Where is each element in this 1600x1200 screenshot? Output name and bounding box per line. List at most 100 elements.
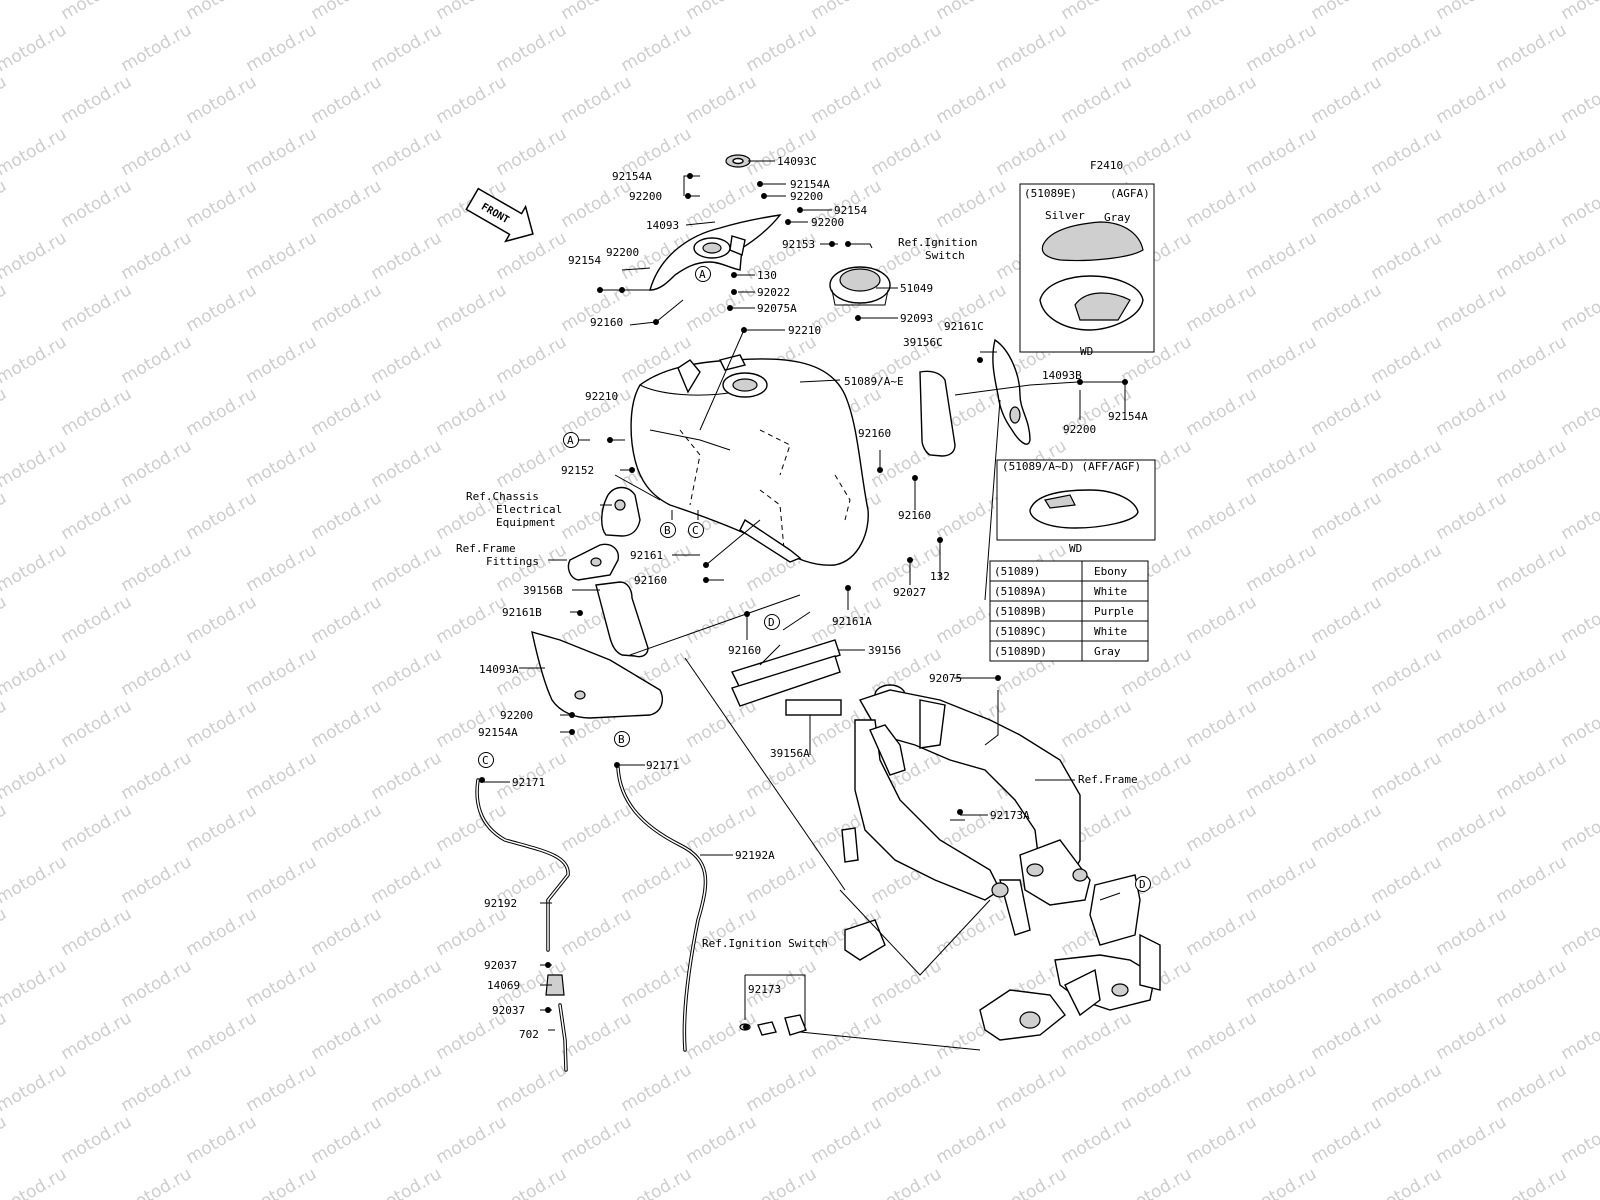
part-label: 92154A [790, 178, 830, 191]
watermark-text: motod.ru [1368, 956, 1446, 1012]
watermark-text: motod.ru [618, 1060, 696, 1116]
watermark-text: motod.ru [493, 20, 571, 76]
watermark-text: motod.ru [183, 592, 261, 648]
watermark-text: motod.ru [183, 488, 261, 544]
part-label: 14093C [777, 155, 817, 168]
part-label: Fittings [486, 555, 539, 568]
watermark-text: motod.ru [0, 800, 10, 856]
watermark-text: motod.ru [1493, 436, 1571, 492]
watermark-text: motod.ru [1493, 124, 1571, 180]
watermark-text: motod.ru [243, 1060, 321, 1116]
part-label: 92027 [893, 586, 926, 599]
watermark-text: motod.ru [868, 124, 946, 180]
watermark-text: motod.ru [118, 1060, 196, 1116]
watermark-text: motod.ru [1308, 176, 1386, 232]
watermark-text: motod.ru [308, 488, 386, 544]
leader-lines [482, 160, 1126, 1051]
color-table-color: Purple [1094, 605, 1134, 618]
watermark-text: motod.ru [683, 800, 761, 856]
watermark-text: motod.ru [58, 592, 136, 648]
watermark-text: motod.ru [1308, 488, 1386, 544]
fastener-marker [829, 241, 835, 247]
watermark-text: motod.ru [683, 72, 761, 128]
part-label: 51089/A~E [844, 375, 904, 388]
watermark-text: motod.ru [183, 1112, 261, 1168]
watermark-text: motod.ru [308, 592, 386, 648]
inset-agfa-caption: WD [1080, 345, 1093, 358]
watermark-text: motod.ru [618, 20, 696, 76]
inset-agfa [1019, 183, 1155, 353]
watermark-text: motod.ru [1243, 852, 1321, 908]
fastener-marker [607, 437, 613, 443]
fastener-marker [545, 962, 551, 968]
watermark-text: motod.ru [118, 1164, 196, 1200]
watermark-text: motod.ru [118, 852, 196, 908]
part-label: 92160 [728, 644, 761, 657]
fastener-marker [731, 289, 737, 295]
part-label: Ref.Ignition Switch [702, 937, 828, 950]
watermark-text: motod.ru [58, 176, 136, 232]
watermark-text: motod.ru [183, 72, 261, 128]
fastener-marker [731, 272, 737, 278]
fastener-marker [995, 675, 1001, 681]
watermark-text: motod.ru [1308, 1112, 1386, 1168]
watermark-text: motod.ru [1368, 644, 1446, 700]
watermark-text: motod.ru [243, 748, 321, 804]
watermark-text: motod.ru [58, 280, 136, 336]
watermark-text: motod.ru [118, 748, 196, 804]
color-table-color: Gray [1094, 645, 1121, 658]
watermark-text: motod.ru [1183, 1112, 1261, 1168]
watermark-text: motod.ru [433, 592, 511, 648]
part-label: 92154A [612, 170, 652, 183]
watermark-text: motod.ru [58, 488, 136, 544]
watermark-text: motod.ru [933, 72, 1011, 128]
watermark-text: motod.ru [1118, 20, 1196, 76]
watermark-text: motod.ru [683, 592, 761, 648]
part-label: 92154 [568, 254, 601, 267]
watermark-text: motod.ru [308, 176, 386, 232]
side-cover-left [531, 631, 663, 719]
watermark-text: motod.ru [58, 384, 136, 440]
watermark-text: motod.ru [1433, 904, 1511, 960]
fastener-marker [1077, 379, 1083, 385]
watermark-text: motod.ru [1368, 436, 1446, 492]
watermark-text: motod.ru [183, 176, 261, 232]
color-table-color: Ebony [1094, 565, 1127, 578]
fastener-marker [619, 287, 625, 293]
part-label: 51049 [900, 282, 933, 295]
watermark-text: motod.ru [1433, 176, 1511, 232]
watermark-text: motod.ru [118, 644, 196, 700]
watermark-text: motod.ru [558, 176, 636, 232]
part-label: 92200 [790, 190, 823, 203]
watermark-text: motod.ru [993, 20, 1071, 76]
watermark-text: motod.ru [0, 1008, 10, 1064]
fastener-marker [845, 241, 851, 247]
watermark-text: motod.ru [0, 1164, 70, 1200]
watermark-text: motod.ru [1308, 696, 1386, 752]
part-label: Electrical [496, 503, 562, 516]
watermark-text: motod.ru [308, 800, 386, 856]
fastener-marker [957, 809, 963, 815]
part-label: 92153 [782, 238, 815, 251]
watermark-text: motod.ru [58, 800, 136, 856]
watermark-text: motod.ru [118, 228, 196, 284]
fastener-marker [761, 193, 767, 199]
watermark-text: motod.ru [1558, 800, 1600, 856]
part-label: 92192A [735, 849, 775, 862]
watermark-text: motod.ru [1493, 1164, 1571, 1200]
part-label: 14093A [479, 663, 519, 676]
fastener-marker [797, 207, 803, 213]
part-label: 92160 [858, 427, 891, 440]
part-label: 92210 [788, 324, 821, 337]
fastener-marker [545, 1007, 551, 1013]
watermark-text: motod.ru [1183, 488, 1261, 544]
watermark-text: motod.ru [0, 280, 10, 336]
watermark-text: motod.ru [683, 0, 761, 24]
watermark-text: motod.ru [0, 696, 10, 752]
watermark-text: motod.ru [1058, 0, 1136, 24]
watermark-text: motod.ru [1058, 1112, 1136, 1168]
watermark-text: motod.ru [1433, 592, 1511, 648]
part-label: 92200 [606, 246, 639, 259]
callout-a-left: A [563, 432, 579, 448]
watermark-text: motod.ru [368, 1060, 446, 1116]
